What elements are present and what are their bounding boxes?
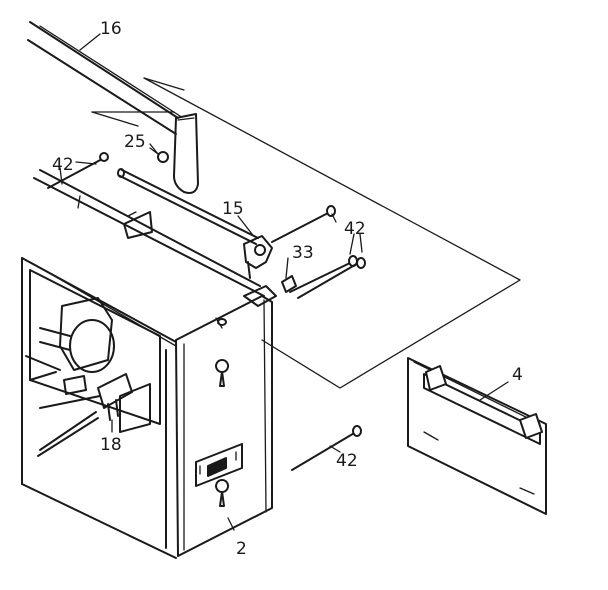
cover-outline [143, 77, 521, 389]
internal-components [25, 269, 161, 457]
callout-25: 25 [124, 132, 146, 152]
part-16-guide-lines [91, 111, 175, 127]
chassis-top [33, 167, 265, 297]
leader-lines [75, 33, 509, 531]
part-42-screw-bottom [291, 425, 362, 471]
part-33-clip [281, 275, 297, 293]
callout-16: 16 [100, 19, 122, 39]
callout-33: 33 [292, 243, 314, 263]
part-16-rail [27, 21, 199, 194]
part-4-plate [407, 357, 547, 515]
callout-42-top-left: 42 [52, 155, 74, 175]
part-15-rod [117, 168, 273, 279]
part-18-bracket [97, 373, 133, 421]
callout-4: 4 [512, 365, 523, 385]
callout-2: 2 [236, 539, 247, 559]
callout-15: 15 [222, 199, 244, 219]
callout-42-bottom: 42 [336, 451, 358, 471]
part-25-washer [149, 147, 169, 163]
callout-42-upper-right: 42 [344, 219, 366, 239]
part-42-screw-upper-1 [271, 205, 336, 243]
callout-18: 18 [100, 435, 122, 455]
part-42-screw-top-left [47, 152, 109, 189]
part-42-screw-upper-3 [297, 257, 366, 299]
